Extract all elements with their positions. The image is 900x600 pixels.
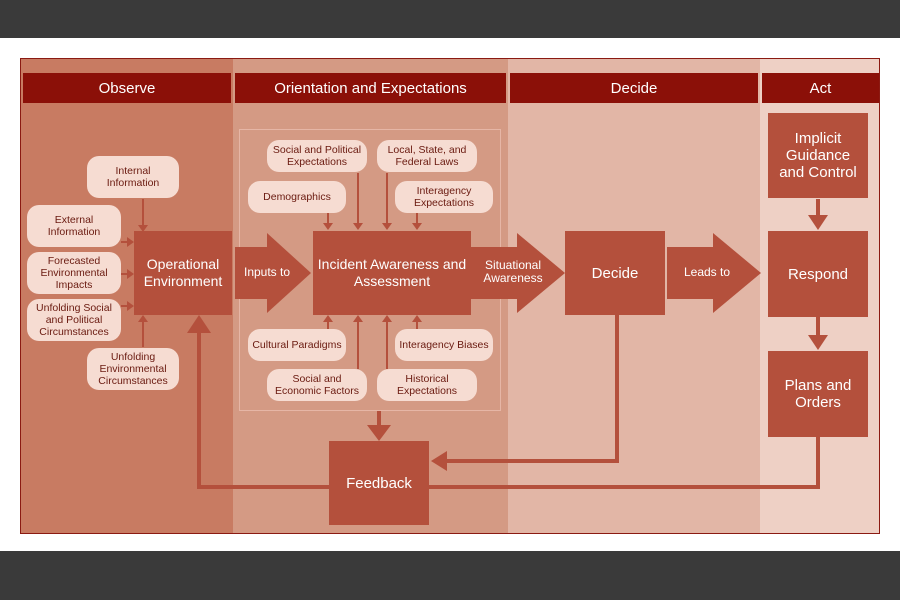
feedback-to-operational-arrow bbox=[197, 331, 331, 489]
decide-box: Decide bbox=[565, 231, 665, 315]
implicit-guidance-box: Implicit Guidance and Control bbox=[768, 113, 868, 198]
leads-to-arrow bbox=[667, 233, 761, 313]
historical-expectations-bubble: Historical Expectations bbox=[377, 369, 477, 401]
interagency-biases-bubble: Interagency Biases bbox=[395, 329, 493, 361]
demographics-bubble: Demographics bbox=[248, 181, 346, 213]
ooda-diagram: Observe Orientation and Expectations Dec… bbox=[20, 58, 880, 534]
orient-header: Orientation and Expectations bbox=[235, 73, 506, 103]
operational-environment-box: Operational Environment bbox=[134, 231, 232, 315]
external-information-bubble: External Information bbox=[27, 205, 121, 247]
decide-to-feedback-arrow bbox=[445, 315, 619, 463]
leads-to-label: Leads to bbox=[683, 265, 731, 279]
interagency-expectations-bubble: Interagency Expectations bbox=[395, 181, 493, 213]
inputs-to-label: Inputs to bbox=[243, 265, 291, 279]
cultural-paradigms-bubble: Cultural Paradigms bbox=[248, 329, 346, 361]
situational-awareness-label: Situational Awareness bbox=[483, 258, 543, 285]
observe-header: Observe bbox=[23, 73, 231, 103]
feedback-box: Feedback bbox=[329, 441, 429, 525]
decide-header: Decide bbox=[510, 73, 758, 103]
social-economic-factors-bubble: Social and Economic Factors bbox=[267, 369, 367, 401]
connector-layer bbox=[121, 173, 828, 489]
plans-to-feedback-line bbox=[417, 437, 820, 489]
act-header: Act bbox=[762, 73, 879, 103]
forecasted-impacts-bubble: Forecasted Environmental Impacts bbox=[27, 252, 121, 294]
unfolding-social-political-bubble: Unfolding Social and Political Circumsta… bbox=[27, 299, 121, 341]
bottom-letterbox-bar bbox=[0, 551, 900, 600]
situational-awareness-arrow bbox=[471, 233, 565, 313]
inputs-to-arrow bbox=[235, 233, 311, 313]
incident-awareness-box: Incident Awareness and Assessment bbox=[313, 231, 471, 315]
plans-orders-box: Plans and Orders bbox=[768, 351, 868, 437]
top-letterbox-bar bbox=[0, 0, 900, 38]
internal-information-bubble: Internal Information bbox=[87, 156, 179, 198]
laws-bubble: Local, State, and Federal Laws bbox=[377, 140, 477, 172]
social-political-expectations-bubble: Social and Political Expectations bbox=[267, 140, 367, 172]
respond-box: Respond bbox=[768, 231, 868, 317]
unfolding-environmental-bubble: Unfolding Environmental Circumstances bbox=[87, 348, 179, 390]
